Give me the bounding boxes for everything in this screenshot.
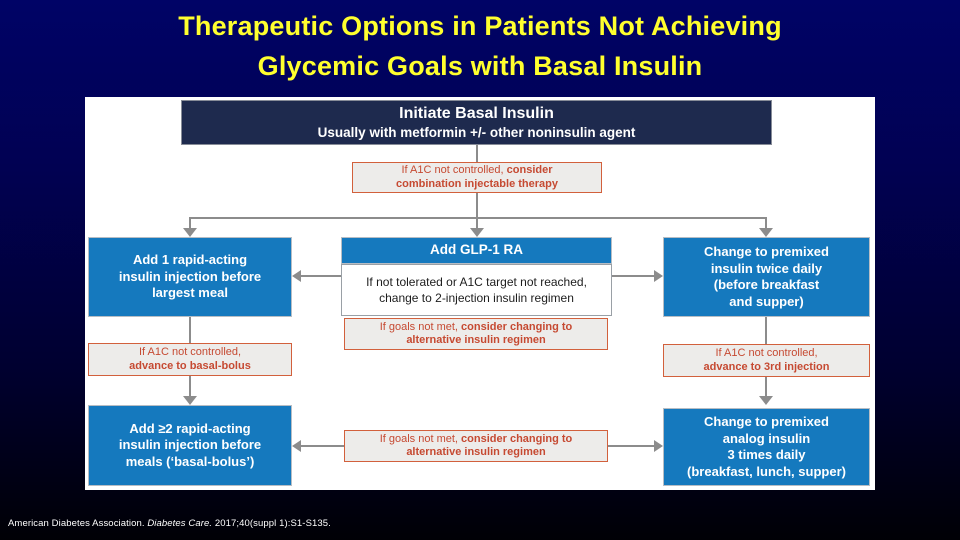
- gray-left2-line-1: If A1C not controlled,: [138, 346, 242, 358]
- arrowhead-left: [292, 440, 301, 452]
- basal-bolus-line-1: Add ≥2 rapid-acting: [129, 420, 251, 436]
- title-line-1: Therapeutic Options in Patients Not Achi…: [178, 11, 782, 41]
- gray-bottom-line1-normal: If goals not met,: [379, 432, 462, 445]
- gray-mid-line-1: If goals not met, consider changing to: [380, 321, 573, 335]
- glp1-header: Add GLP-1 RA: [430, 242, 523, 258]
- arrowhead-right: [654, 270, 663, 282]
- flowchart-panel: Initiate Basal Insulin Usually with metf…: [85, 97, 875, 490]
- premixed-analog-line-4: (breakfast, lunch, supper): [687, 463, 846, 479]
- node-initiate-subtitle: Usually with metformin +/- other noninsu…: [317, 125, 636, 140]
- premixed-analog-line-1: Change to premixed: [704, 414, 829, 429]
- gray-left2-line-2: advance to basal-bolus: [129, 359, 251, 372]
- arrowhead-down: [183, 228, 197, 237]
- arrowhead-down: [470, 228, 484, 237]
- premixed-analog-line-2: analog insulin: [722, 430, 811, 446]
- add-rapid-1-line-3: largest meal: [152, 285, 228, 301]
- connector-line: [765, 217, 767, 229]
- arrowhead-down: [759, 228, 773, 237]
- arrowhead-right: [654, 440, 663, 452]
- node-consider-combination-injectable: If A1C not controlled, consider combinat…: [352, 162, 602, 193]
- gray-bottom-line-2: alternative insulin regimen: [406, 446, 546, 458]
- distribution-line: [189, 217, 767, 219]
- connector-line: [476, 217, 478, 229]
- title-line-2: Glycemic Goals with Basal Insulin: [257, 51, 703, 81]
- arrowhead-left: [292, 270, 301, 282]
- gray-right2-line-1: If A1C not controlled,: [715, 347, 818, 359]
- premixed-twice-line-3: (before breakfast: [713, 277, 820, 292]
- citation-ref: 2017;40(suppl 1):S1-S135.: [212, 518, 331, 529]
- gray-mid-line-2: alternative insulin regimen: [406, 334, 546, 346]
- gray-mid-line1-bold: consider changing to: [461, 320, 573, 333]
- node-add-glp1-ra: Add GLP-1 RA: [341, 237, 612, 264]
- connector-line: [476, 193, 478, 219]
- gray-top-line1-normal: If A1C not controlled,: [401, 164, 507, 176]
- premixed-twice-line-4: and supper): [729, 293, 804, 309]
- basal-bolus-line-3: meals (‘basal-bolus’): [125, 453, 255, 469]
- premixed-analog-line-3: 3 times daily: [727, 447, 806, 462]
- citation: American Diabetes Association. Diabetes …: [8, 518, 331, 529]
- node-initiate-title: Initiate Basal Insulin: [399, 105, 554, 122]
- connector-line: [301, 445, 344, 447]
- add-rapid-1-line-2: insulin injection before: [118, 268, 262, 284]
- gray-top-line1-bold: consider: [506, 164, 553, 176]
- add-rapid-1-line-1: Add 1 rapid-acting: [132, 252, 248, 268]
- premixed-twice-line-1: Change to premixed: [704, 244, 829, 259]
- gray-top-line-1: If A1C not controlled, consider: [401, 164, 552, 178]
- premixed-twice-line-2: insulin twice daily: [710, 260, 823, 276]
- node-add-2-rapid-acting: Add ≥2 rapid-acting insulin injection be…: [88, 405, 292, 486]
- gray-bottom-line1-bold: consider changing to: [461, 432, 573, 445]
- node-change-premixed-twice-daily: Change to premixed insulin twice daily (…: [663, 237, 870, 317]
- node-consider-alternative-regimen-mid: If goals not met, consider changing to a…: [344, 318, 608, 350]
- node-initiate-basal-insulin: Initiate Basal Insulin Usually with metf…: [181, 100, 772, 145]
- citation-journal: Diabetes Care.: [147, 518, 213, 529]
- connector-line: [189, 217, 191, 229]
- connector-line: [476, 145, 478, 162]
- connector-line: [301, 275, 341, 277]
- gray-right2-line-2: advance to 3rd injection: [703, 360, 830, 373]
- slide-title: Therapeutic Options in Patients Not Achi…: [0, 6, 960, 86]
- node-advance-3rd-injection: If A1C not controlled, advance to 3rd in…: [663, 344, 870, 377]
- node-glp1-body: If not tolerated or A1C target not reach…: [341, 264, 612, 316]
- gray-bottom-line-1: If goals not met, consider changing to: [380, 433, 573, 447]
- arrowhead-down: [759, 396, 773, 405]
- citation-author: American Diabetes Association.: [8, 518, 148, 529]
- gray-mid-line1-normal: If goals not met,: [379, 320, 462, 333]
- basal-bolus-line-2: insulin injection before: [118, 437, 262, 453]
- arrowhead-down: [183, 396, 197, 405]
- node-advance-basal-bolus: If A1C not controlled, advance to basal-…: [88, 343, 292, 376]
- glp1-body-line-2: change to 2-injection insulin regimen: [379, 291, 574, 305]
- connector-line: [608, 445, 654, 447]
- node-change-premixed-analog: Change to premixed analog insulin 3 time…: [663, 408, 870, 486]
- gray-top-line-2: combination injectable therapy: [396, 177, 558, 190]
- connector-line: [612, 275, 654, 277]
- glp1-body-line-1: If not tolerated or A1C target not reach…: [366, 275, 587, 289]
- node-consider-alternative-regimen-bottom: If goals not met, consider changing to a…: [344, 430, 608, 462]
- node-add-1-rapid-acting: Add 1 rapid-acting insulin injection bef…: [88, 237, 292, 317]
